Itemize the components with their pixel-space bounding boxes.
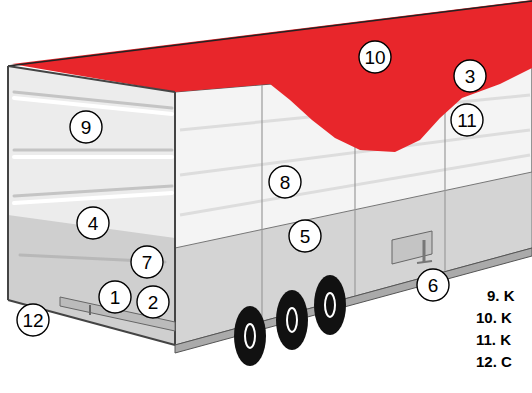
callout-number: 1 xyxy=(110,288,121,307)
callout-number: 2 xyxy=(148,293,159,312)
stripe xyxy=(14,193,172,203)
toolbox xyxy=(392,231,432,264)
landing-leg xyxy=(423,240,426,262)
divider xyxy=(261,85,262,321)
trailer-interior xyxy=(8,66,175,345)
legend-key-text: 10. K xyxy=(476,310,512,327)
callout-ring xyxy=(131,246,163,278)
callout-number: 12 xyxy=(22,311,43,330)
callout-ring xyxy=(137,286,169,318)
callout-number: 6 xyxy=(428,276,439,295)
callout-number: 11 xyxy=(457,111,477,130)
roof-tarpaulin xyxy=(12,0,532,152)
bumper-support xyxy=(89,305,91,315)
interior-stripes xyxy=(14,92,172,262)
stripe xyxy=(14,149,172,152)
wheels xyxy=(234,275,346,366)
callout-number: 4 xyxy=(88,214,99,233)
rear-post xyxy=(174,92,176,345)
callout-circle: 2 xyxy=(136,285,170,319)
callout-circle: 7 xyxy=(130,245,164,279)
callout-circle: 12 xyxy=(16,303,50,337)
stripe xyxy=(14,155,172,159)
callout-ring xyxy=(289,220,321,252)
roof-edge xyxy=(8,1,532,66)
callout-ring xyxy=(417,269,449,301)
legend-key-text: 9. K xyxy=(487,288,515,305)
callout-circle: 1 xyxy=(98,280,132,314)
callout-circle: 9 xyxy=(69,110,103,144)
rear-frame xyxy=(8,66,175,345)
callout-ring xyxy=(99,281,131,313)
rear-post xyxy=(7,66,9,300)
wheel-hub xyxy=(245,324,255,348)
callout-ring xyxy=(454,60,486,92)
callout-number: 7 xyxy=(142,253,153,272)
legend-key-text: 11. K xyxy=(476,332,511,349)
callout-number: 9 xyxy=(81,118,92,137)
callout-ring xyxy=(451,104,483,136)
wheel xyxy=(276,290,308,350)
wheel-hub xyxy=(287,308,297,332)
callout-ring xyxy=(77,207,109,239)
callout-number: 10 xyxy=(364,48,385,67)
stripe xyxy=(14,98,172,114)
wheel-hub xyxy=(325,293,335,317)
side-skirt xyxy=(175,172,532,345)
landing-foot xyxy=(417,261,432,263)
callout-circle: 6 xyxy=(416,268,450,302)
callout-number: 3 xyxy=(465,67,476,86)
callout-ring xyxy=(359,41,391,73)
wheel xyxy=(234,306,266,366)
callout-circle: 4 xyxy=(76,206,110,240)
callout-circle: 3 xyxy=(453,59,487,93)
wheel xyxy=(314,275,346,335)
callout-circle: 10 xyxy=(358,40,392,74)
callout-circle: 5 xyxy=(288,219,322,253)
chassis-beam xyxy=(175,248,532,353)
legend-key-text: 12. C xyxy=(476,354,512,371)
callout-ring xyxy=(17,304,49,336)
callout-number: 8 xyxy=(280,173,291,192)
callout-ring xyxy=(70,111,102,143)
rear-header xyxy=(8,66,175,92)
callout-ring xyxy=(269,166,301,198)
callout-number: 5 xyxy=(300,227,311,246)
callout-circle: 8 xyxy=(268,165,302,199)
callout-circle: 11 xyxy=(450,103,484,137)
